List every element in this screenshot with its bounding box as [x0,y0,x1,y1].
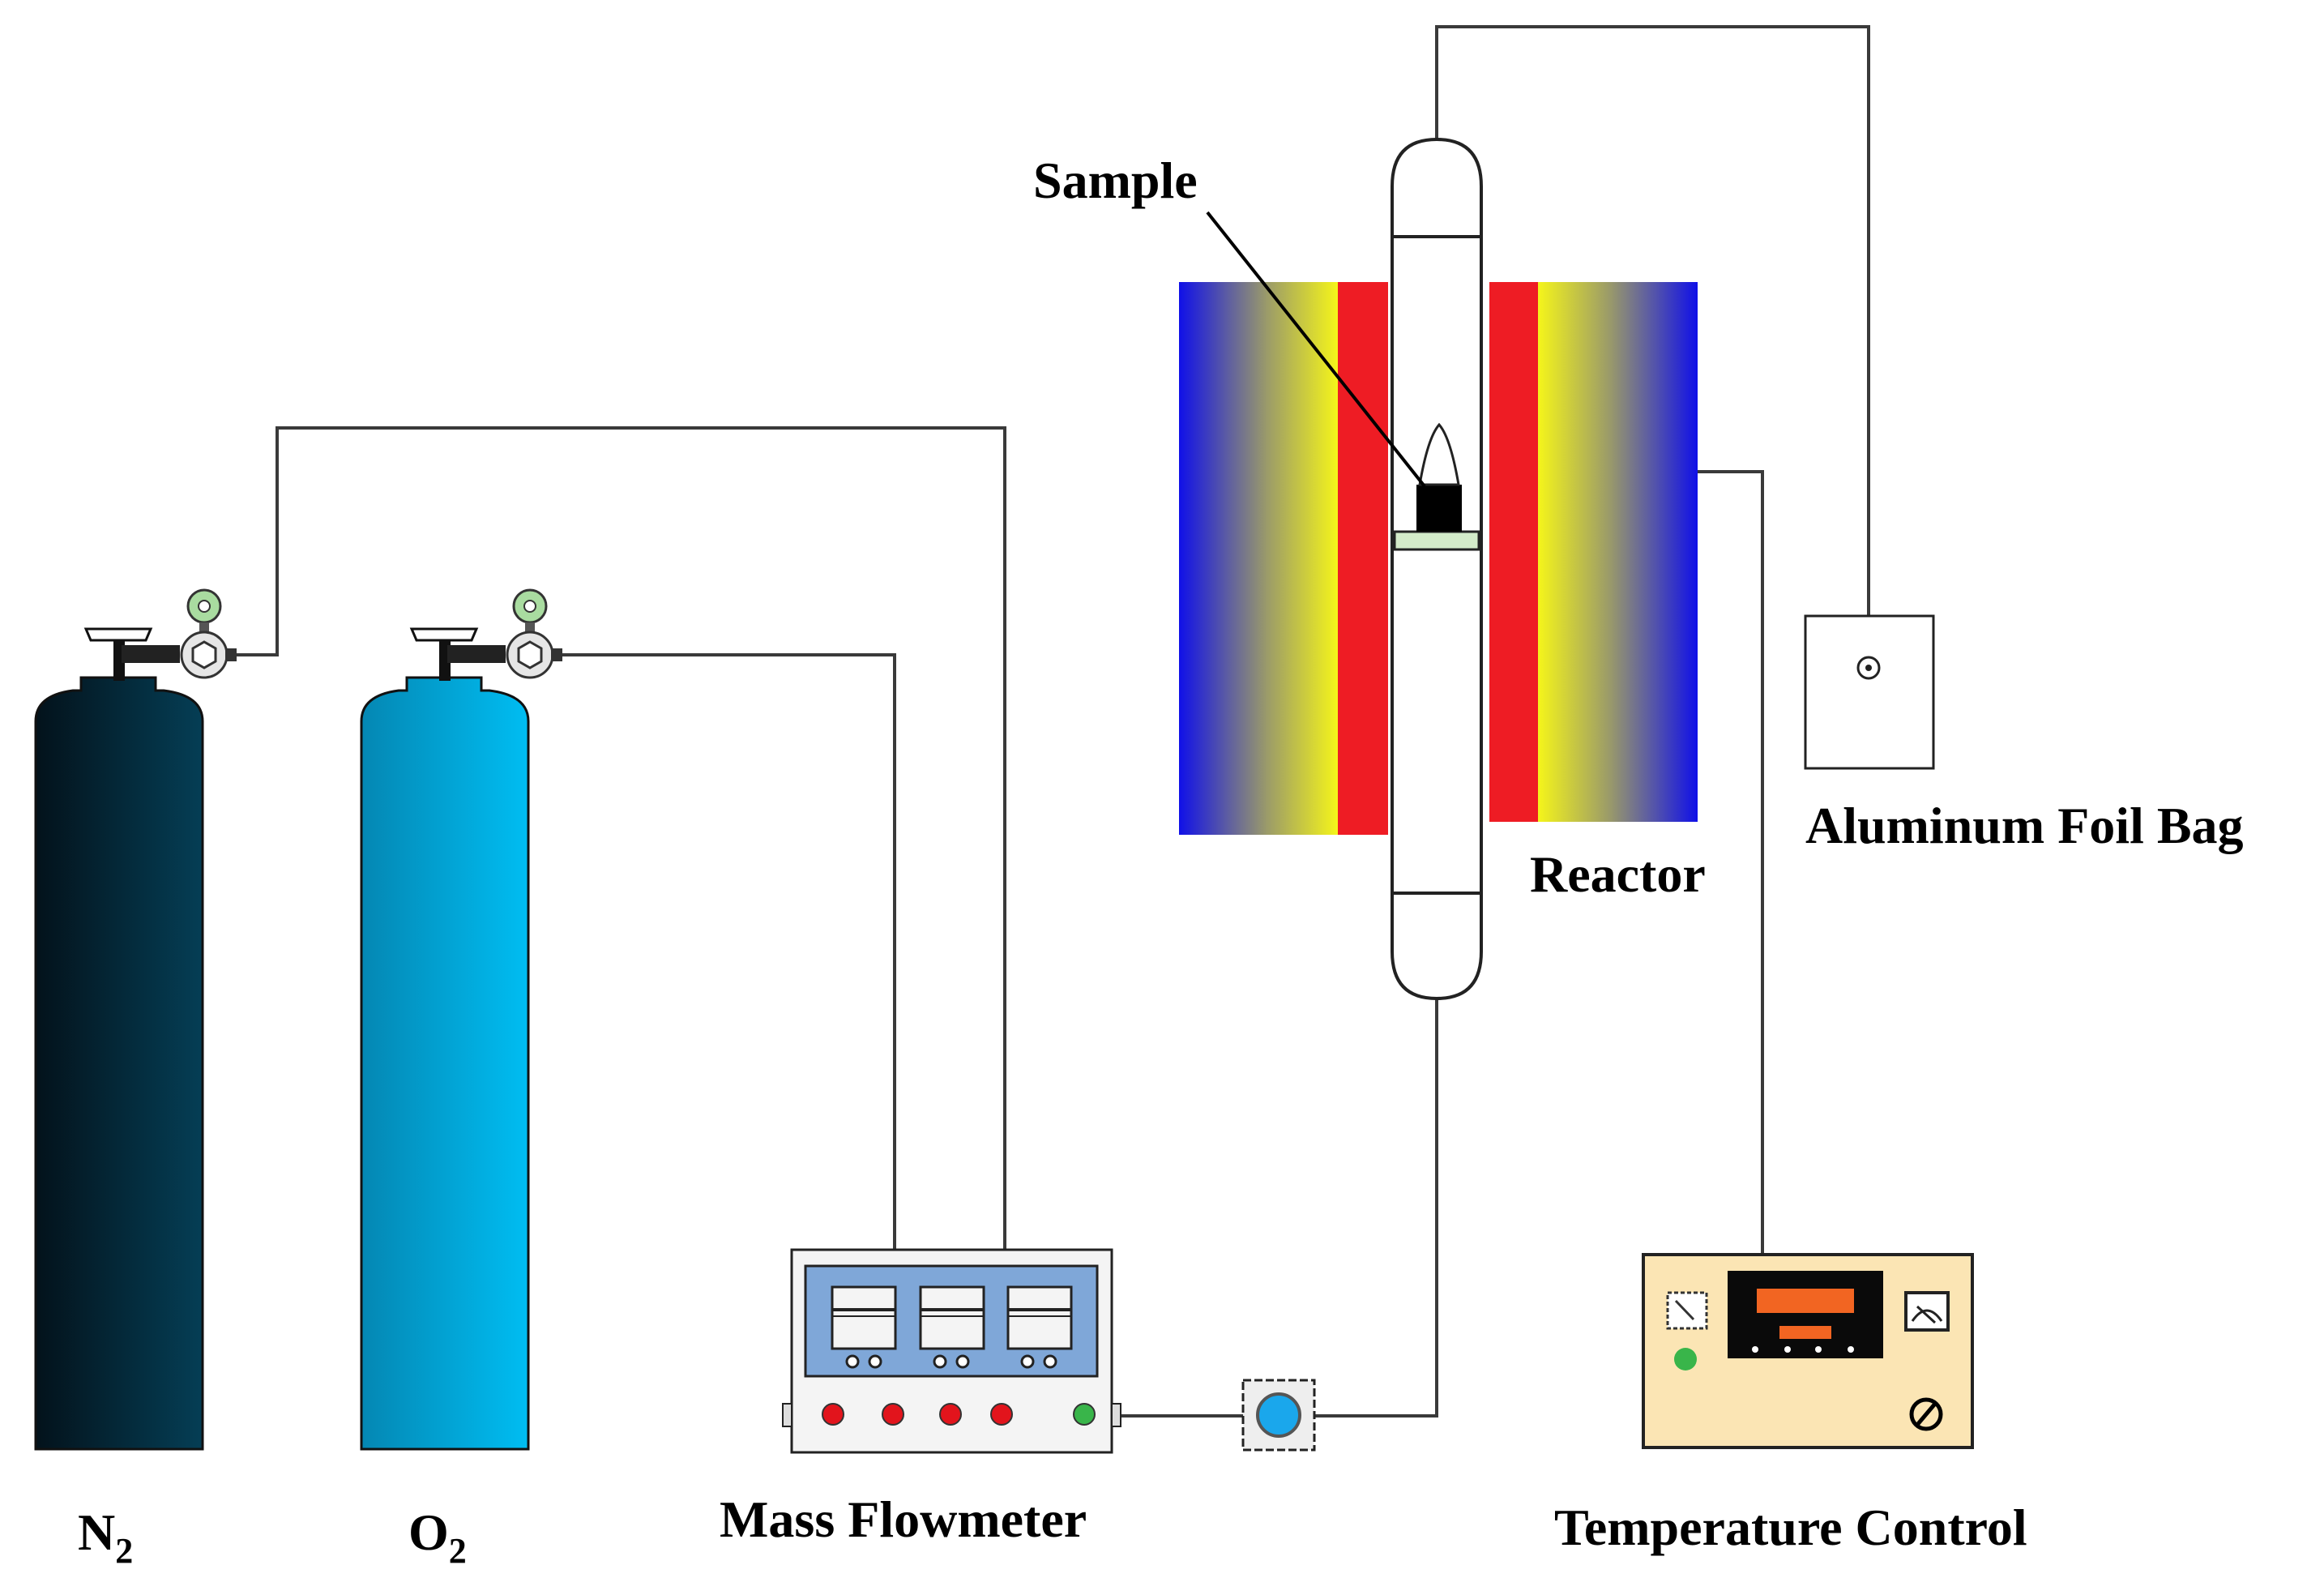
flowmeter-red-indicator-4 [990,1403,1013,1426]
controller-display-dot-2 [1784,1346,1791,1353]
n2-gas-line [235,426,1006,1250]
flowmeter-red-indicator-3 [939,1403,962,1426]
controller-analog-meter-left [1666,1291,1708,1330]
controller-display-setpoint [1779,1326,1831,1339]
controller-display-dot-3 [1815,1346,1822,1353]
o2-valve-connector [447,645,506,663]
sample-label: Sample [1033,152,1198,209]
n2-valve-connector [122,645,180,663]
n2-pressure-regulator-icon [180,588,237,679]
controller-display-dot-4 [1848,1346,1854,1353]
flowmeter-red-indicator-1 [822,1403,844,1426]
aluminum-foil-bag-label: Aluminum Foil Bag [1805,797,2244,854]
n2-cylinder [34,588,237,1451]
furnace-right-heating-element [1489,282,1538,822]
reactor-label: Reactor [1530,845,1706,903]
reactor-tube [1391,137,1483,1001]
furnace-right-gradient [1538,282,1698,822]
sample-thermocouple [1418,422,1460,486]
controller-display-dot-1 [1752,1346,1758,1353]
controller-power-knob-icon [1909,1397,1943,1431]
controller-display-panel [1728,1271,1883,1358]
o2-cylinder-body [360,676,530,1451]
n2-cylinder-body [34,676,204,1451]
furnace-left-heating-element [1338,282,1388,835]
reactor-inlet-line [1314,998,1438,1418]
flowmeter-right-port [1111,1403,1121,1427]
sample-crucible [1416,485,1462,532]
controller-analog-meter-right [1904,1291,1950,1332]
gas-bag [1804,614,1935,770]
flowmeter-display-1 [831,1285,897,1369]
mass-flowmeter-label: Mass Flowmeter [720,1490,1087,1548]
o2-gas-line [561,653,896,1250]
controller-display-readout [1757,1289,1854,1313]
tube-reactor [1391,137,1483,1001]
gas-bag-port-inner [1865,665,1872,671]
reactor-outlet-line [1435,25,1870,665]
o2-valve-handle [409,627,479,642]
gas-lines [235,25,1870,1418]
n2-valve-handle [83,627,153,642]
o2-label: O2 [408,1503,467,1571]
temperature-controller [1642,1253,1974,1449]
flowmeter-red-indicator-2 [882,1403,904,1426]
sample-pointer-line [1206,211,1426,488]
flowmeter-display-3 [1006,1285,1073,1369]
gas-bag-body [1804,614,1935,770]
furnace-heater [1179,282,1698,835]
flowmeter-left-port [782,1403,792,1427]
flowmeter-green-indicator [1073,1403,1096,1426]
temperature-control-label: Temperature Control [1554,1499,2027,1556]
sample-support-plate [1393,530,1480,551]
o2-pressure-regulator-icon [506,588,562,679]
valve-icon [1241,1379,1316,1452]
furnace-left-gradient [1179,282,1338,835]
n2-label: N2 [78,1503,133,1571]
o2-cylinder [360,588,562,1451]
flowmeter-display-2 [919,1285,985,1369]
mass-flowmeter [782,1248,1121,1454]
thermocouple-line [1698,470,1764,1255]
controller-green-indicator [1674,1348,1697,1371]
